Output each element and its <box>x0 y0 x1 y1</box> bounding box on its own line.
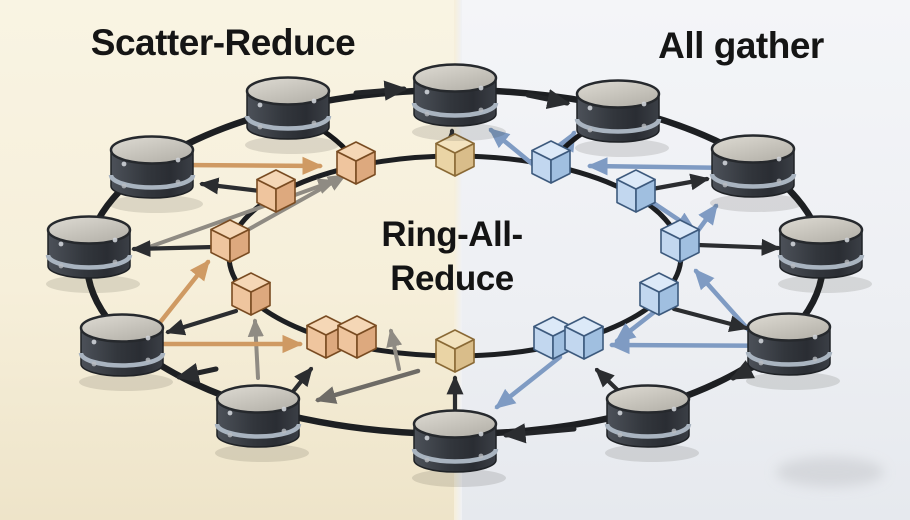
dark-arrow <box>199 177 263 195</box>
server-node <box>109 137 203 214</box>
server-node <box>79 315 173 392</box>
server-node <box>778 217 872 294</box>
orange-transfer-arrows <box>149 156 324 354</box>
chunk-cube-tan-bottom <box>435 329 475 373</box>
ring-all-reduce-title-line2: Reduce <box>390 259 514 298</box>
ring-all-reduce-title: Ring-All- Reduce <box>381 213 523 301</box>
dark-arrow <box>695 238 781 256</box>
chunk-cube-orange <box>256 169 296 213</box>
ring-arrow <box>353 80 408 101</box>
orange-arrow <box>177 156 324 175</box>
dark-arrow <box>671 306 749 333</box>
server-node <box>412 65 506 142</box>
gray-arrow <box>386 328 403 371</box>
dark-arrow <box>165 308 239 336</box>
server-node <box>605 386 699 463</box>
gray-arrow <box>247 318 264 380</box>
ring-arrow <box>502 423 577 444</box>
server-node <box>245 78 339 155</box>
scatter-reduce-phase-title: Scatter-Reduce <box>90 22 356 63</box>
ring-all-reduce-title-line1: Ring-All- <box>381 215 523 254</box>
blue-arrow <box>494 354 563 410</box>
gray-arrow <box>150 178 337 248</box>
all-gather-phase-title: All gather <box>658 25 824 66</box>
orange-arrow <box>151 259 211 333</box>
server-node <box>710 136 804 213</box>
chunk-cube-orange <box>231 272 271 316</box>
chunk-cube-blue <box>616 169 656 213</box>
server-node <box>575 81 669 158</box>
blue-arrow <box>586 157 738 176</box>
ring-arrow <box>175 362 219 383</box>
chunk-cube-orange <box>336 141 376 185</box>
server-node <box>746 314 840 391</box>
server-node <box>412 411 506 488</box>
chunk-cube-blue <box>660 219 700 263</box>
chunk-cube-blue <box>639 272 679 316</box>
background-split-blend <box>454 0 462 520</box>
gray-arrow <box>315 368 421 404</box>
chunk-cube-blue <box>531 140 571 184</box>
dark-arrow <box>131 240 217 258</box>
chunk-cube-orange <box>210 219 250 263</box>
ground-smudge <box>776 457 884 487</box>
dark-arrow <box>649 173 710 192</box>
server-node <box>215 386 309 463</box>
ring-arrow <box>525 89 571 109</box>
server-node <box>46 217 140 294</box>
